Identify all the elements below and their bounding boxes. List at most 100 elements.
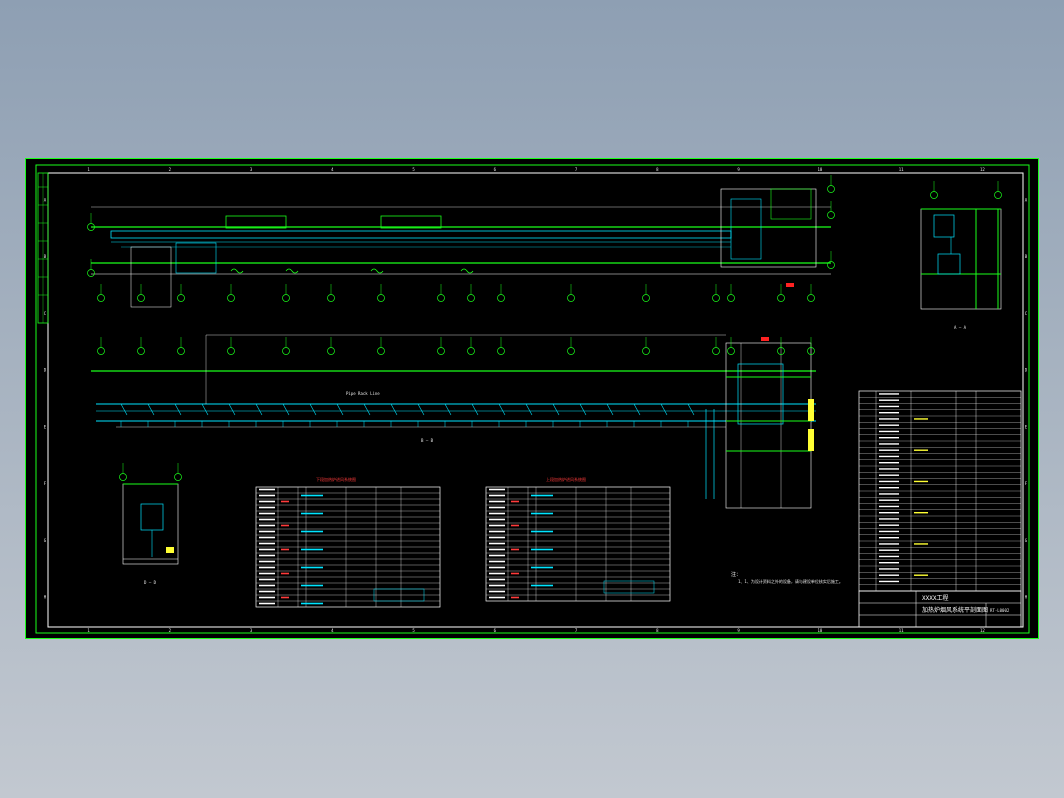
plan-axis-bubble <box>567 294 575 302</box>
border-col-label: 11 <box>899 628 904 633</box>
table-cell-text-mark <box>259 566 275 569</box>
burner-nozzle <box>120 403 128 416</box>
bom-cell-mark <box>879 468 899 470</box>
table-cell-text-mark <box>489 584 505 587</box>
burner-nozzle <box>336 403 344 416</box>
plan-axis-bubble <box>497 294 505 302</box>
schedule-left-title: 下段加热炉进风系统图 <box>316 476 356 482</box>
border-row-label: B <box>1025 254 1028 259</box>
plan-axis-bubble <box>327 294 335 302</box>
elevation-axis-bubble <box>567 347 575 355</box>
table-cell-text-mark <box>281 524 289 527</box>
border-col-label: 1 <box>87 628 90 633</box>
table-cell-text-mark <box>259 548 275 551</box>
border-row-label: C <box>44 311 47 316</box>
border-col-label: 5 <box>412 628 415 633</box>
notes-block: 注： 1、1、为设计资料之外的设备，请与建设单位核实后施工。 <box>731 571 843 584</box>
bom-cell-mark <box>879 437 899 439</box>
plan-axis-bubble <box>827 185 835 193</box>
table-cell-text-mark <box>531 530 553 533</box>
bom-cell-mark <box>879 487 899 489</box>
bom-cell-mark <box>879 524 899 526</box>
burner-nozzle <box>309 403 317 416</box>
table-cell-text-mark <box>301 566 323 569</box>
border-col-label: 7 <box>575 628 578 633</box>
table-cell-text-mark <box>281 548 289 551</box>
plan-axis-bubble <box>282 294 290 302</box>
table-cell-text-mark <box>511 548 519 551</box>
burner-nozzle <box>660 403 668 416</box>
border-row-label: F <box>44 481 47 486</box>
border-col-label: 6 <box>494 167 497 172</box>
plan-axis-bubble <box>727 294 735 302</box>
bom-cell-mark <box>879 455 899 458</box>
elevation-axis-bubble <box>497 347 505 355</box>
table-cell-text-mark <box>489 548 505 551</box>
plan-axis-bubble <box>827 211 835 219</box>
burner-nozzle <box>363 403 371 416</box>
section-a-axis-bubble <box>994 191 1002 199</box>
elevation-axis-bubble <box>807 347 815 355</box>
table-cell-text-mark <box>511 524 519 527</box>
border-col-label: 11 <box>899 167 904 172</box>
table-cell-text-mark <box>259 596 275 599</box>
bom-cell-mark <box>879 443 899 445</box>
bom-cell-mark <box>879 530 899 533</box>
bom-cell-mark <box>879 580 899 583</box>
table-cell-text-mark <box>301 548 323 551</box>
elevation-axis-bubble <box>727 347 735 355</box>
table-cell-text-mark <box>259 488 275 491</box>
title-drawing-no: RT-L0002 <box>990 608 1010 613</box>
table-cell-text-mark <box>489 500 505 503</box>
border-col-label: 1 <box>87 167 90 172</box>
table-cell-text-mark <box>259 500 275 503</box>
burner-nozzle <box>633 403 641 416</box>
border-col-label: 12 <box>980 628 985 633</box>
border-row-label: H <box>1025 595 1028 600</box>
border-row-label: A <box>44 197 47 202</box>
outer-frame <box>35 164 1030 634</box>
bom-cell-mark <box>879 537 899 539</box>
table-cell-text-mark <box>489 560 505 563</box>
table-cell-text-mark <box>511 500 519 503</box>
table-cell-text-mark <box>489 590 505 593</box>
plan-axis-bubble <box>97 294 105 302</box>
table-cell-text-mark <box>489 494 505 497</box>
title-drawing-name: 加热炉烟风系统平剖面图 <box>922 606 988 614</box>
bom-table <box>858 390 1022 592</box>
border-col-label: 8 <box>656 628 659 633</box>
table-cell-text-mark <box>531 566 553 569</box>
burner-nozzle <box>201 403 209 416</box>
table-cell-text-mark <box>489 518 505 521</box>
table-cell-text-mark <box>301 494 323 497</box>
plan-axis-bubble <box>827 261 835 269</box>
section-a-axes <box>930 181 1002 199</box>
table-cell-text-mark <box>489 542 505 545</box>
elevation-axis-bubble <box>227 347 235 355</box>
elevation-view: Pipe Rack Line B — B <box>91 334 816 509</box>
border-col-label: 9 <box>737 167 740 172</box>
plan-axis-bubble <box>87 223 95 231</box>
elevation-axis-bubble <box>282 347 290 355</box>
border-col-label: 12 <box>980 167 985 172</box>
bom-cell-mark <box>879 412 899 414</box>
bom-cell-mark <box>879 549 899 551</box>
bom-cell-mark <box>879 574 899 576</box>
burner-nozzle <box>282 403 290 416</box>
bom-cell-mark <box>879 505 899 508</box>
bom-cell-mark <box>879 518 899 520</box>
table-cell-text-mark <box>259 506 275 509</box>
border-row-label: H <box>44 595 47 600</box>
table-cell-text-mark <box>489 554 505 557</box>
schedule-right-title: 上段加热炉进风系统图 <box>546 476 586 482</box>
table-cell-text-mark <box>489 578 505 581</box>
elevation-axis-bubble <box>327 347 335 355</box>
elevation-axis-bubble <box>137 347 145 355</box>
inner-frame <box>47 172 1024 628</box>
burner-nozzle <box>417 403 425 416</box>
title-block: XXXX工程 加热炉烟风系统平剖面图 RT-L0002 <box>858 590 1022 628</box>
border-col-label: 4 <box>331 167 334 172</box>
bom-cell-mark <box>879 562 899 564</box>
